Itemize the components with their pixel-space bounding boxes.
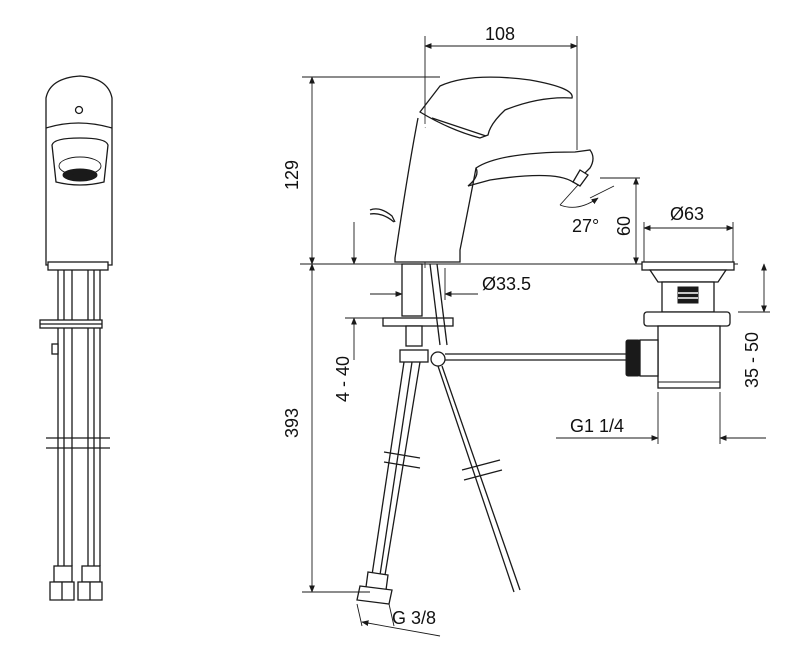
- side-view-connector: [399, 349, 429, 363]
- side-view-lever: [419, 76, 573, 139]
- dim-total-below-deck: 393: [282, 408, 302, 438]
- dim-waste-diameter: Ø63: [670, 204, 704, 224]
- side-view-hose-a3: [384, 361, 421, 576]
- waste-overflow-nut: [625, 339, 641, 377]
- dim-deck-thickness: 4 - 40: [333, 356, 353, 402]
- side-view-aerator: [572, 169, 589, 187]
- front-view: [39, 75, 113, 601]
- side-view-washer: [382, 317, 454, 327]
- dim-waste-range: 35 - 50: [742, 332, 762, 388]
- side-view-popup-handle-2: [369, 213, 395, 223]
- front-view-connectors: [49, 565, 103, 601]
- side-view-break-a2: [383, 461, 421, 469]
- dim-height-above-deck: 129: [282, 160, 302, 190]
- waste-slot: [677, 286, 699, 304]
- side-view-rod-b2: [441, 365, 521, 591]
- waste-view: [625, 261, 735, 389]
- front-view-lever: [45, 122, 113, 129]
- front-view-aerator-ring: [58, 156, 102, 176]
- waste-body: [657, 325, 721, 389]
- front-view-base: [47, 261, 109, 271]
- dim-spout-reach: 108: [485, 24, 515, 44]
- dim-body-diameter: Ø33.5: [482, 274, 531, 294]
- front-view-hoses: [57, 270, 101, 566]
- side-view-lever-edge: [431, 117, 487, 137]
- side-view-popup-rod: [429, 263, 441, 346]
- dim-spout-height: 60: [614, 216, 634, 236]
- side-view-hose-nut: [356, 585, 393, 605]
- side-view-spout-joint: [467, 167, 478, 187]
- front-view-screw: [74, 105, 84, 115]
- front-view-aerator-window: [51, 137, 109, 186]
- side-view: [300, 76, 738, 605]
- side-view-shank: [401, 263, 423, 317]
- side-view-rod-b1: [437, 365, 515, 593]
- side-view-break-a1: [383, 451, 421, 459]
- side-view-nut: [405, 325, 423, 347]
- waste-flange: [641, 261, 735, 271]
- waste-nut: [643, 311, 731, 327]
- side-view-hose-a2: [379, 361, 413, 576]
- side-view-body: [394, 117, 594, 263]
- front-view-nut: [51, 343, 59, 355]
- dim-waste-thread: G1 1/4: [570, 416, 624, 436]
- dimension-lines: [302, 36, 770, 637]
- waste-cone: [648, 269, 728, 283]
- dim-aerator-angle: 27°: [572, 216, 599, 236]
- side-view-break-b1: [461, 459, 501, 471]
- side-view-break-b2: [463, 469, 503, 481]
- dim-hose-thread: G 3/8: [392, 608, 436, 628]
- waste-overflow-boss: [639, 339, 659, 377]
- side-view-popup-rod-2: [436, 263, 448, 346]
- side-view-popup-handle: [369, 208, 396, 223]
- side-view-clamp: [430, 351, 446, 367]
- side-view-hose-a1: [371, 361, 405, 576]
